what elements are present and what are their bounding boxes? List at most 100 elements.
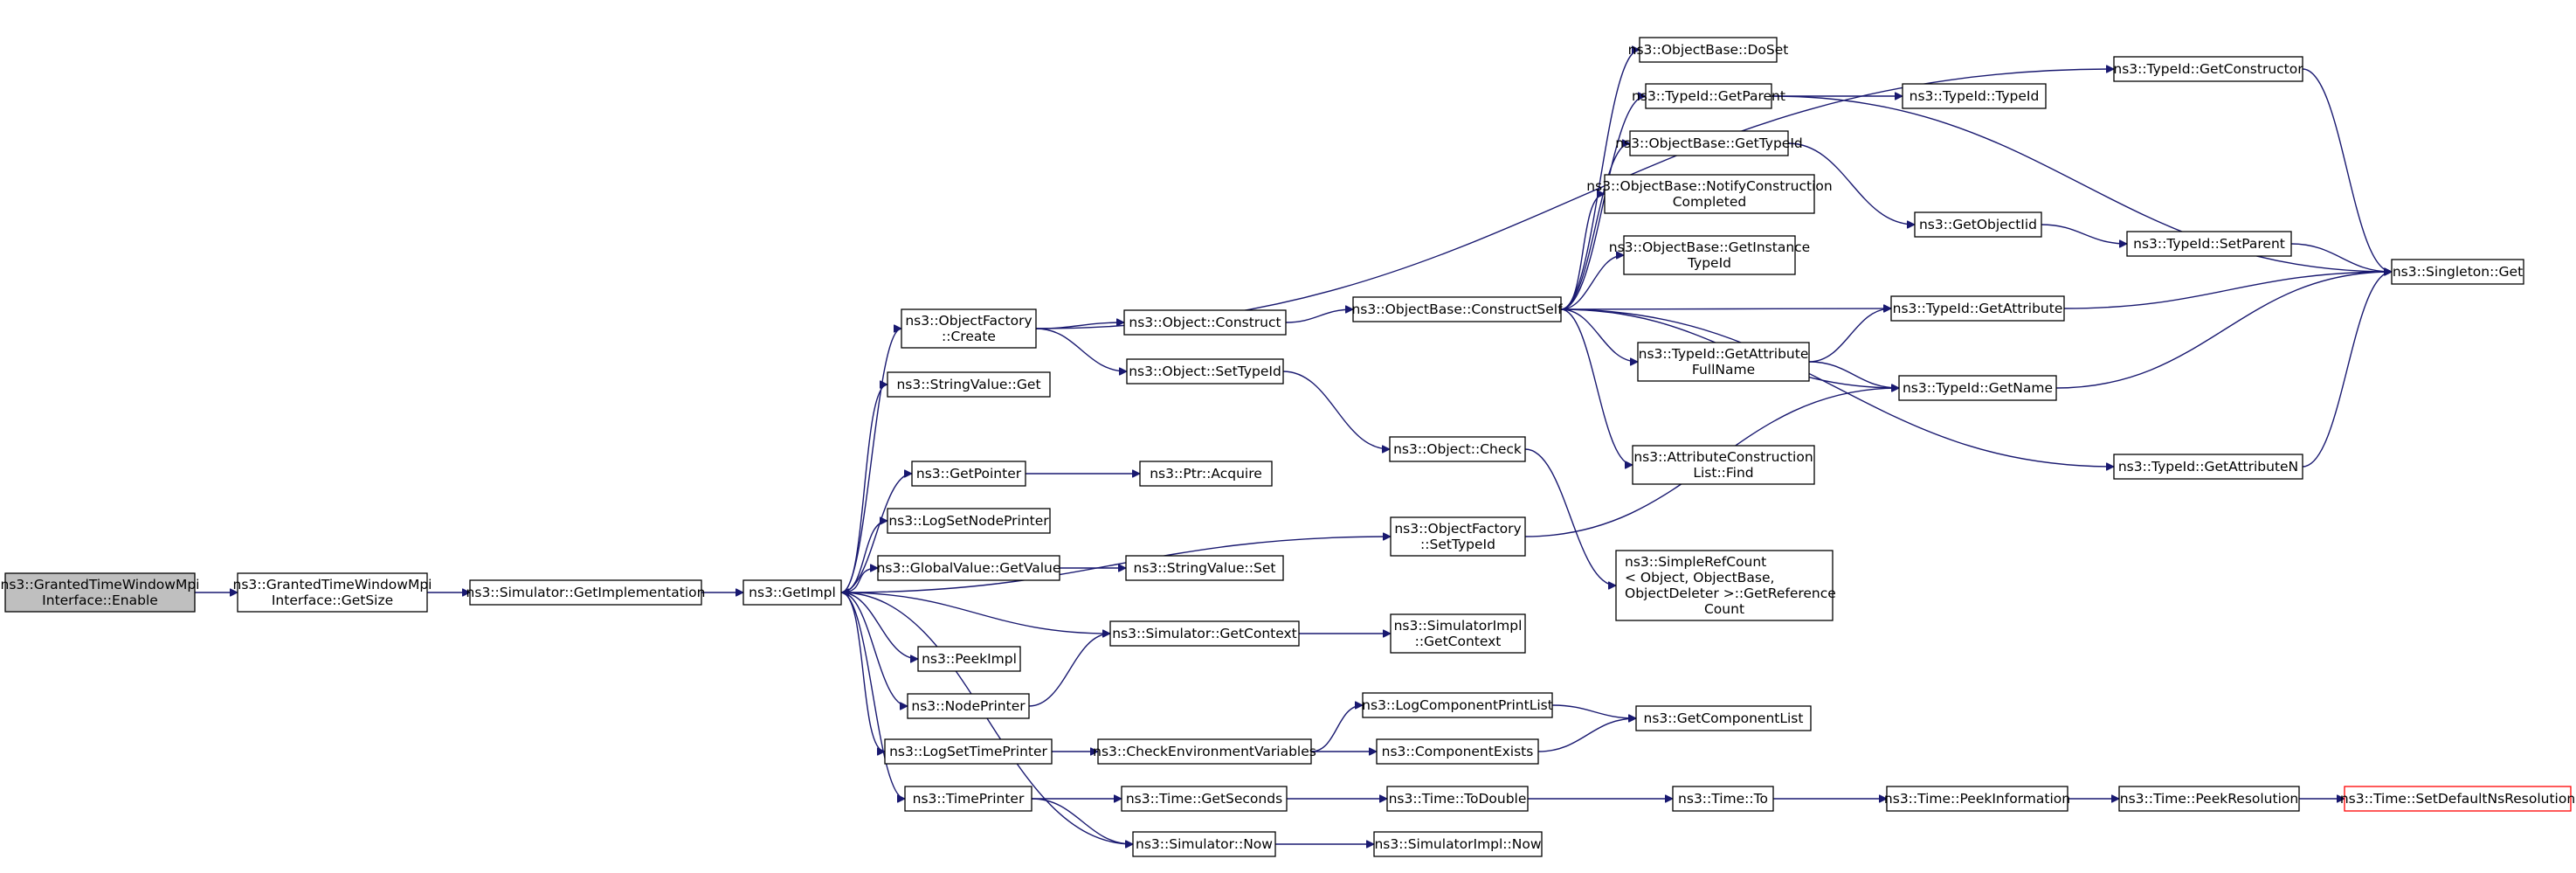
node-box[interactable] — [1109, 620, 1300, 647]
node-typeid-getname[interactable]: ns3::TypeId::GetName — [1898, 375, 2057, 401]
node-ptr-acquire[interactable]: ns3::Ptr::Acquire — [1139, 461, 1273, 487]
node-getcomponentlist[interactable]: ns3::GetComponentList — [1635, 705, 1812, 731]
node-box[interactable] — [1604, 174, 1815, 214]
node-box[interactable] — [1125, 555, 1284, 581]
node-typeid-getconstructor[interactable]: ns3::TypeId::GetConstructor — [2113, 56, 2303, 82]
node-box[interactable] — [1097, 738, 1312, 765]
node-typeid-typeid[interactable]: ns3::TypeId::TypeId — [1902, 83, 2047, 109]
node-box[interactable] — [887, 371, 1051, 398]
node-time-getseconds[interactable]: ns3::Time::GetSeconds — [1121, 786, 1288, 812]
node-componentexists[interactable]: ns3::ComponentExists — [1376, 738, 1539, 765]
node-box[interactable] — [1352, 296, 1562, 322]
node-box[interactable] — [1123, 309, 1287, 336]
node-logcomponentprintlist[interactable]: ns3::LogComponentPrintList — [1362, 692, 1553, 718]
node-box[interactable] — [742, 579, 842, 606]
node-typeid-setparent[interactable]: ns3::TypeId::SetParent — [2126, 231, 2292, 257]
node-typeid-getattributen[interactable]: ns3::TypeId::GetAttributeN — [2113, 454, 2303, 480]
node-objfactory-settypeid[interactable]: ns3::ObjectFactory::SetTypeId — [1390, 516, 1526, 557]
node-box[interactable] — [1126, 358, 1284, 385]
node-objbase-doset[interactable]: ns3::ObjectBase::DoSet — [1628, 37, 1789, 63]
node-box[interactable] — [237, 572, 428, 613]
node-box[interactable] — [2391, 259, 2524, 285]
node-objbase-constructself[interactable]: ns3::ObjectBase::ConstructSelf — [1351, 296, 1563, 322]
node-stringvalue-set[interactable]: ns3::StringValue::Set — [1125, 555, 1284, 581]
node-box[interactable] — [917, 646, 1021, 672]
node-simplerefcount[interactable]: ns3::SimpleRefCount< Object, ObjectBase,… — [1615, 550, 1836, 621]
node-box[interactable] — [1376, 738, 1539, 765]
node-box[interactable] — [1632, 445, 1815, 485]
node-logsettimeprinter[interactable]: ns3::LogSetTimePrinter — [884, 738, 1053, 765]
node-box[interactable] — [1629, 130, 1789, 156]
node-peekimpl[interactable]: ns3::PeekImpl — [917, 646, 1021, 672]
node-box[interactable] — [1898, 375, 2057, 401]
node-box[interactable] — [907, 693, 1030, 719]
node-getobjectiid[interactable]: ns3::GetObjectIid — [1914, 211, 2042, 238]
node-getimpl[interactable]: ns3::GetImpl — [742, 579, 842, 606]
node-box[interactable] — [1672, 786, 1774, 812]
node-box[interactable] — [1615, 550, 1834, 621]
node-box[interactable] — [1373, 831, 1543, 857]
node-object-check[interactable]: ns3::Object::Check — [1389, 436, 1526, 462]
node-checkenv[interactable]: ns3::CheckEnvironmentVariables — [1093, 738, 1316, 765]
node-box[interactable] — [901, 308, 1037, 349]
node-box[interactable] — [1623, 235, 1796, 275]
node-box[interactable] — [1639, 37, 1778, 63]
node-box[interactable] — [904, 786, 1032, 812]
node-sim-now[interactable]: ns3::Simulator::Now — [1132, 831, 1276, 857]
node-typeid-getattribute[interactable]: ns3::TypeId::GetAttribute — [1890, 295, 2065, 322]
node-enable[interactable]: ns3::GrantedTimeWindowMpiInterface::Enab… — [1, 572, 200, 613]
node-box[interactable] — [887, 508, 1051, 534]
node-box[interactable] — [4, 572, 196, 613]
node-object-settypeid[interactable]: ns3::Object::SetTypeId — [1126, 358, 1284, 385]
node-box[interactable] — [469, 579, 702, 606]
node-box[interactable] — [1902, 83, 2047, 109]
node-box[interactable] — [1121, 786, 1288, 812]
node-box[interactable] — [1890, 295, 2065, 322]
node-box[interactable] — [1645, 83, 1772, 109]
node-box[interactable] — [884, 738, 1053, 765]
node-time-peekresolution[interactable]: ns3::Time::PeekResolution — [2118, 786, 2300, 812]
node-box[interactable] — [1389, 436, 1526, 462]
node-objbase-gettypeid[interactable]: ns3::ObjectBase::GetTypeId — [1615, 130, 1803, 156]
node-box[interactable] — [1390, 613, 1526, 654]
node-objfactory-create[interactable]: ns3::ObjectFactory::Create — [901, 308, 1037, 349]
node-box[interactable] — [877, 555, 1060, 581]
node-timeprinter[interactable]: ns3::TimePrinter — [904, 786, 1032, 812]
node-typeid-getparent[interactable]: ns3::TypeId::GetParent — [1632, 83, 1785, 109]
node-stringvalue-get[interactable]: ns3::StringValue::Get — [887, 371, 1051, 398]
node-getimpl-sim[interactable]: ns3::Simulator::GetImplementation — [466, 579, 706, 606]
node-box[interactable] — [1386, 786, 1529, 812]
node-box[interactable] — [1132, 831, 1276, 857]
node-object-construct[interactable]: ns3::Object::Construct — [1123, 309, 1287, 336]
node-time-peekinformation[interactable]: ns3::Time::PeekInformation — [1884, 786, 2070, 812]
node-singleton-get[interactable]: ns3::Singleton::Get — [2391, 259, 2524, 285]
node-box[interactable] — [1637, 342, 1810, 382]
node-box[interactable] — [911, 461, 1026, 487]
node-nodeprinter[interactable]: ns3::NodePrinter — [907, 693, 1030, 719]
node-globalvalue-getvalue[interactable]: ns3::GlobalValue::GetValue — [877, 555, 1061, 581]
node-simimpl-now[interactable]: ns3::SimulatorImpl::Now — [1373, 831, 1543, 857]
node-sim-getcontext[interactable]: ns3::Simulator::GetContext — [1109, 620, 1300, 647]
node-logsetnodeprinter[interactable]: ns3::LogSetNodePrinter — [887, 508, 1051, 534]
node-box[interactable] — [1139, 461, 1273, 487]
node-box[interactable] — [1390, 516, 1526, 557]
node-time-setdefaultnsresolution[interactable]: ns3::Time::SetDefaultNsResolution — [2340, 786, 2575, 812]
node-box[interactable] — [1914, 211, 2042, 238]
node-box[interactable] — [2113, 454, 2303, 480]
node-objbase-notify[interactable]: ns3::ObjectBase::NotifyConstructionCompl… — [1586, 174, 1833, 214]
node-box[interactable] — [2344, 786, 2572, 812]
node-getpointer[interactable]: ns3::GetPointer — [911, 461, 1026, 487]
node-box[interactable] — [1362, 692, 1553, 718]
node-getsize[interactable]: ns3::GrantedTimeWindowMpiInterface::GetS… — [233, 572, 432, 613]
node-box[interactable] — [1635, 705, 1812, 731]
node-time-todouble[interactable]: ns3::Time::ToDouble — [1386, 786, 1529, 812]
node-box[interactable] — [2113, 56, 2303, 82]
node-box[interactable] — [1886, 786, 2068, 812]
node-time-to[interactable]: ns3::Time::To — [1672, 786, 1774, 812]
node-box[interactable] — [2126, 231, 2292, 257]
node-simimpl-getcontext[interactable]: ns3::SimulatorImpl::GetContext — [1390, 613, 1526, 654]
node-box[interactable] — [2118, 786, 2300, 812]
